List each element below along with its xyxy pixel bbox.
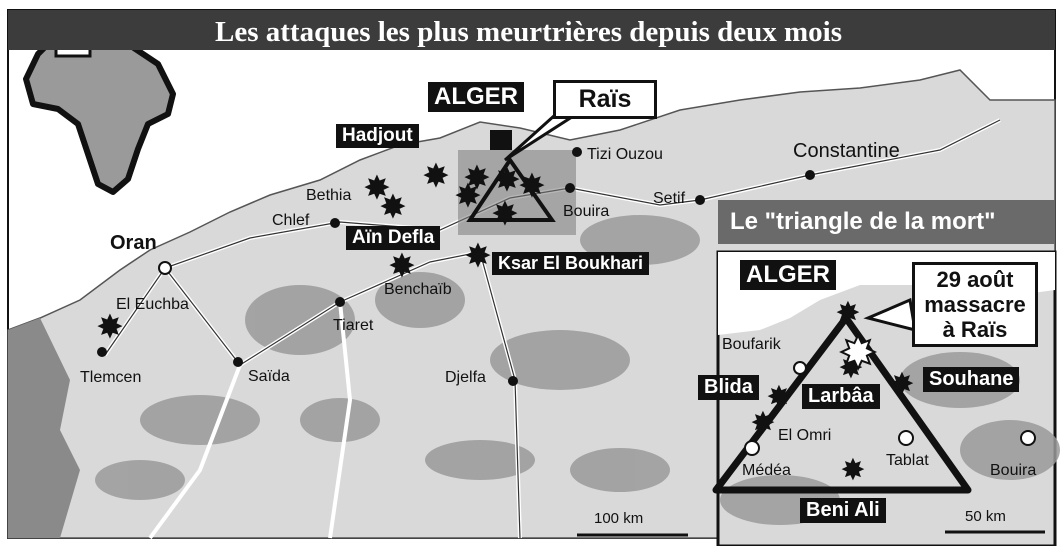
highlight-alger: ALGER xyxy=(428,82,524,112)
dot-inset-bouira xyxy=(1020,430,1036,446)
city-label-bethia: Bethia xyxy=(306,187,352,204)
dot-bouira xyxy=(565,183,575,193)
inset-title-bar: Le "triangle de la mort" xyxy=(718,200,1055,244)
inset-town-medea: Médéa xyxy=(742,462,791,479)
city-label-djelfa: Djelfa xyxy=(445,369,486,386)
highlight-ain-defla: Aïn Defla xyxy=(346,226,441,250)
city-label-benchaib: Benchaïb xyxy=(384,281,452,298)
inset-town-bouira: Bouira xyxy=(990,462,1037,479)
city-label-euchba: El Euchba xyxy=(116,296,189,313)
dot-tiaret xyxy=(335,297,345,307)
inset-highlight-alger: ALGER xyxy=(740,260,836,290)
star-bethia: ✸ xyxy=(364,171,389,206)
inset-highlight-beni-ali: Beni Ali xyxy=(800,498,886,523)
inset-highlight-larbaa: Larbâa xyxy=(802,384,880,409)
inset-star-souhane: ✸ xyxy=(889,367,914,402)
highlight-hadjout: Hadjout xyxy=(336,124,419,148)
city-label-tlemcen: Tlemcen xyxy=(80,369,142,386)
city-label-oran: Oran xyxy=(110,232,157,254)
inset-scale-label: 50 km xyxy=(965,508,1006,525)
inset-highlight-blida: Blida xyxy=(698,375,759,400)
morocco-area xyxy=(8,318,80,538)
alger-marker xyxy=(490,130,512,150)
dot-medea xyxy=(744,440,760,456)
callout-line-place: à Raïs xyxy=(942,317,1008,342)
inset-highlight-souhane: Souhane xyxy=(923,367,1020,392)
inset-star-elomri: ✸ xyxy=(750,406,775,441)
inset-star-rais: ✸ xyxy=(840,328,877,379)
highlight-ksar-el-boukhari: Ksar El Boukhari xyxy=(492,252,650,275)
city-label-chlef: Chlef xyxy=(272,212,310,229)
city-label-tizi-ouzou: Tizi Ouzou xyxy=(587,146,663,163)
city-dots xyxy=(158,261,172,275)
dot-tablat xyxy=(898,430,914,446)
star-aindefla: ✸ xyxy=(380,190,405,225)
inset-callout-rais: 29 août massacre à Raïs xyxy=(912,262,1038,347)
inset-star-blida: ✸ xyxy=(766,380,791,415)
inset-town-boufarik: Boufarik xyxy=(722,336,781,353)
star-a3: ✸ xyxy=(519,169,544,204)
inset-town-tablat: Tablat xyxy=(886,452,929,469)
callout-rais: Raïs xyxy=(553,80,657,119)
inset-star-beniali: ✸ xyxy=(840,453,865,488)
star-a4: ✸ xyxy=(492,197,517,232)
relief-shading xyxy=(95,215,700,500)
star-a2: ✸ xyxy=(494,163,519,198)
attack-stars: ✸ ✸ ✸ ✸ ✸ ✸ ✸ ✸ ✸ ✸ ✸ xyxy=(97,159,545,346)
dot-setif xyxy=(695,195,705,205)
star-ksar: ✸ xyxy=(465,239,490,274)
callout-line-event: massacre xyxy=(924,292,1026,317)
inset-triangle xyxy=(712,314,972,494)
map-title: Les attaques les plus meurtrières depuis… xyxy=(215,16,843,48)
africa-shape xyxy=(23,29,176,195)
inset-town-el-omri: El Omri xyxy=(778,427,832,444)
dot-djelfa xyxy=(508,376,518,386)
callout-line-date: 29 août xyxy=(936,267,1014,292)
dot-constantine xyxy=(805,170,815,180)
city-label-tiaret: Tiaret xyxy=(333,317,374,334)
city-label-setif: Setif xyxy=(653,190,686,207)
city-label-bouira: Bouira xyxy=(563,203,610,220)
star-a5: ✸ xyxy=(455,179,480,214)
dot-chlef xyxy=(330,218,340,228)
city-label-saida: Saïda xyxy=(248,368,290,385)
title-banner xyxy=(8,10,1055,50)
inset-star-larbaa: ✸ xyxy=(838,351,863,386)
star-hadjout: ✸ xyxy=(423,159,448,194)
dot-tlemcen xyxy=(97,347,107,357)
dot-saida xyxy=(233,357,243,367)
city-label-constantine: Constantine xyxy=(793,140,900,162)
star-a1: ✸ xyxy=(464,161,489,196)
star-benchaib: ✸ xyxy=(389,249,414,284)
dot-boufarik xyxy=(793,361,807,375)
inset-star-alger: ✸ xyxy=(835,296,860,331)
dot-tizi xyxy=(572,147,582,157)
main-triangle xyxy=(466,156,556,222)
inset-title: Le "triangle de la mort" xyxy=(730,208,996,235)
star-euchba: ✸ xyxy=(97,310,122,345)
main-scale-label: 100 km xyxy=(594,510,644,527)
